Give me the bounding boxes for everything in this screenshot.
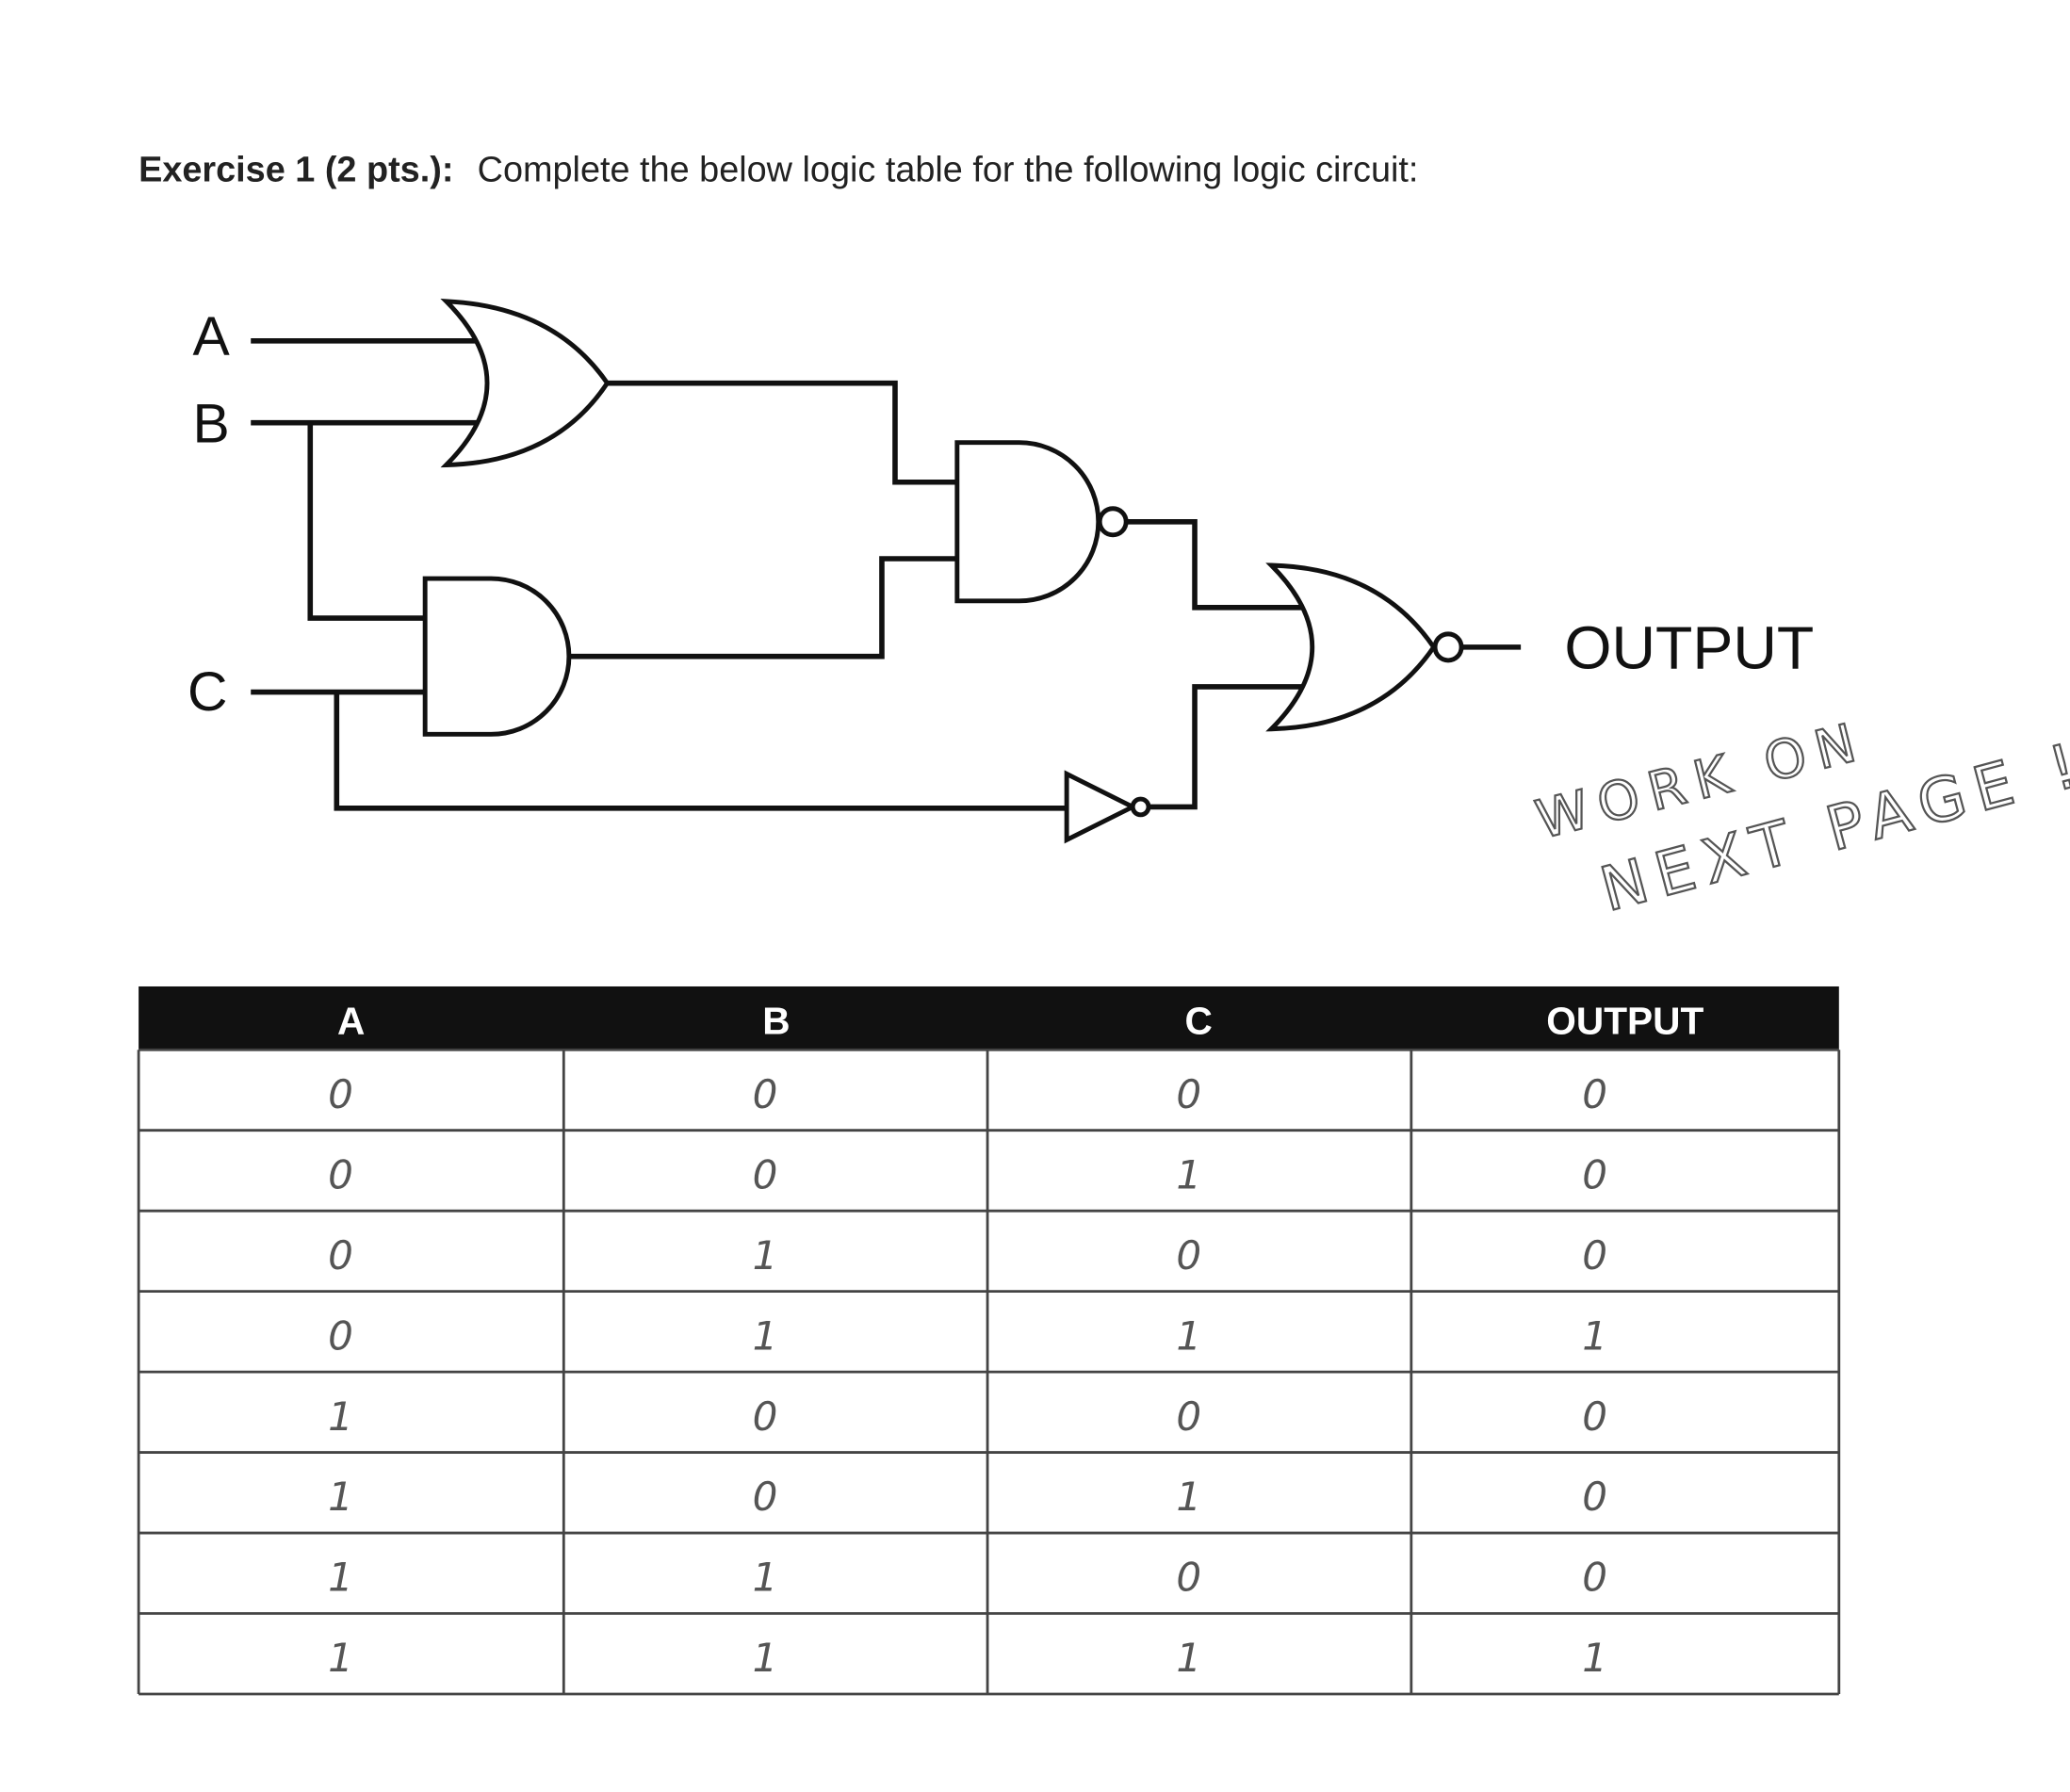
not-bubble [1130,796,1151,818]
nand-gate [954,440,1101,604]
table-cell-a: 1 [328,1635,353,1681]
table-cell-c: 0 [1176,1071,1201,1117]
table-cell-b: 1 [753,1635,778,1681]
header-a: A [337,999,365,1042]
table-cell-c: 0 [1176,1393,1201,1440]
table-cell-output: 0 [1582,1555,1607,1601]
table-cell-output: 0 [1582,1071,1607,1117]
table-cell-a: 0 [328,1232,353,1279]
table-row: 0 1 1 1 [139,1312,1839,1374]
table-cell-output: 1 [1582,1312,1607,1359]
table-row: 1 1 0 0 [139,1555,1839,1615]
handwritten-note: WORK ON NEXT PAGE ! [1529,709,2070,927]
header-c: C [1185,999,1213,1042]
not-gate [1064,770,1138,844]
or-gate [440,299,611,468]
table-cell-c: 0 [1176,1232,1201,1279]
table-cell-output: 1 [1582,1635,1607,1681]
table-row: 1 0 0 0 [139,1393,1839,1454]
header-b: B [762,999,790,1042]
input-label-a: A [193,306,231,367]
exercise-label: Exercise 1 (2 pts.): [139,150,453,189]
table-cell-a: 0 [328,1312,353,1359]
table-cell-c: 1 [1176,1474,1201,1520]
table-cell-b: 0 [753,1474,778,1520]
table-cell-b: 1 [753,1555,778,1601]
table-cell-a: 1 [328,1555,353,1601]
input-label-b: B [193,394,230,455]
nor-gate [1265,562,1437,732]
table-cell-output: 0 [1582,1151,1607,1197]
table-cell-c: 1 [1176,1312,1201,1359]
output-label: OUTPUT [1564,613,1814,681]
table-cell-b: 0 [753,1151,778,1197]
table-header-bar [139,986,1839,1051]
table-cell-b: 0 [753,1393,778,1440]
table-cell-a: 0 [328,1071,353,1117]
wires [251,338,1522,811]
table-row: 0 1 0 0 [139,1232,1839,1294]
table-cell-output: 0 [1582,1474,1607,1520]
nand-bubble [1097,506,1129,538]
table-cell-output: 0 [1582,1393,1607,1440]
table-cell-c: 0 [1176,1555,1201,1601]
table-cell-b: 1 [753,1232,778,1279]
table-cell-b: 0 [753,1071,778,1117]
exercise-instruction: Complete the below logic table for the f… [478,150,1419,189]
table-cell-a: 0 [328,1151,353,1197]
table-row: 0 0 0 0 [139,1071,1839,1132]
header-output: OUTPUT [1546,999,1703,1042]
table-cell-output: 0 [1582,1232,1607,1279]
table-cell-c: 1 [1176,1635,1201,1681]
input-label-c: C [187,661,227,723]
table-cell-a: 1 [328,1393,353,1440]
nor-bubble [1432,631,1464,663]
exercise-title: Exercise 1 (2 pts.): Complete the below … [139,150,1418,189]
table-cell-a: 1 [328,1474,353,1520]
table-body: 0 0 0 0 0 0 1 0 0 1 0 0 0 1 1 1 1 0 0 0 1 0 1 0 1 1 0 0 1 1 1 1 [137,1048,1841,1696]
table-row: 1 1 1 1 [139,1635,1839,1696]
logic-circuit: A B C OUTPUT [187,299,1814,844]
table-cell-c: 1 [1176,1151,1201,1197]
and-gate [422,576,572,737]
table-row: 0 0 1 0 [139,1151,1839,1213]
table-row: 1 0 1 0 [139,1474,1839,1535]
table-cell-b: 1 [753,1312,778,1359]
